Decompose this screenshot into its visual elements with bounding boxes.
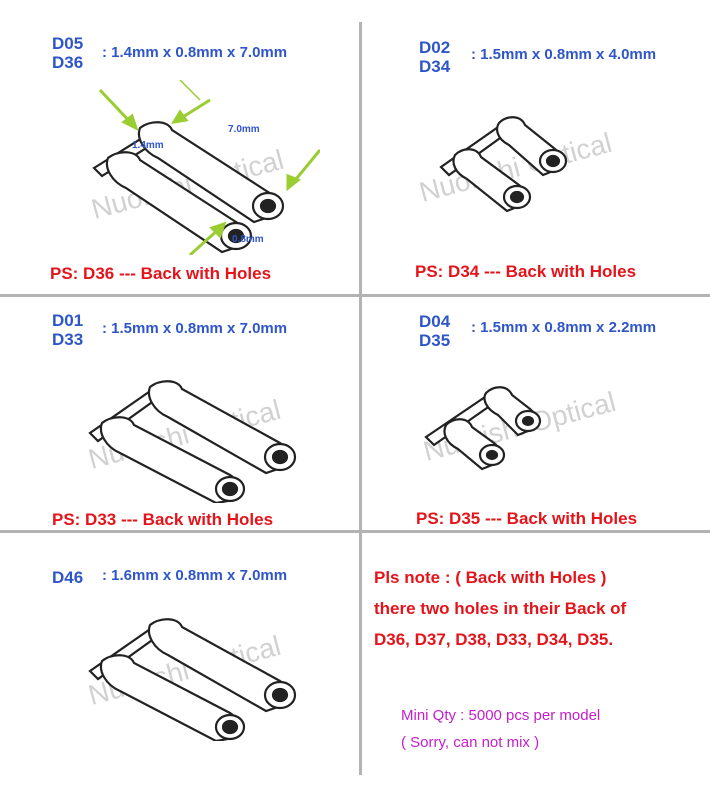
model-code-secondary: D35 — [419, 331, 451, 350]
width-dimension: 1.4mm — [132, 140, 164, 151]
back-holes-note: PS: D34 --- Back with Holes — [415, 262, 637, 281]
vertical-divider — [359, 22, 362, 775]
model-code-primary: D02 — [419, 38, 451, 57]
model-code-secondary: D34 — [419, 57, 451, 76]
no-mix-text: ( Sorry, can not mix ) — [401, 734, 540, 751]
size-spec: : 1.5mm x 0.8mm x 7.0mm — [102, 320, 288, 337]
panel-d46: D46 : 1.6mm x 0.8mm x 7.0mm Nuorishi Opt… — [0, 533, 359, 794]
note-heading: Pls note : ( Back with Holes ) — [374, 568, 607, 587]
size-spec: : 1.5mm x 0.8mm x 2.2mm — [471, 319, 657, 336]
model-code-secondary: D36 — [52, 53, 84, 72]
min-qty-text: Mini Qty : 5000 pcs per model — [401, 707, 601, 724]
panel-d05-d36: D05 D36 : 1.4mm x 0.8mm x 7.0mm Nuorishi… — [0, 0, 359, 294]
nose-pad-insert-long-illustration — [92, 80, 320, 255]
horizontal-divider-1 — [0, 294, 710, 297]
back-holes-note: PS: D33 --- Back with Holes — [52, 510, 274, 529]
horizontal-divider-2 — [0, 530, 710, 533]
nose-pad-insert-long-illustration — [88, 380, 297, 503]
model-code-secondary: D33 — [52, 330, 84, 349]
back-holes-note: PS: D35 --- Back with Holes — [416, 509, 638, 528]
panel-d01-d33: D01 D33 : 1.5mm x 0.8mm x 7.0mm Nuorishi… — [0, 297, 359, 530]
nose-pad-insert-shortest-illustration — [424, 386, 542, 471]
model-code-primary: D04 — [419, 312, 451, 331]
size-spec: : 1.4mm x 0.8mm x 7.0mm — [102, 44, 288, 61]
panel-d04-d35: D04 D35 : 1.5mm x 0.8mm x 2.2mm Nuorishi… — [362, 297, 710, 530]
back-holes-note: PS: D36 --- Back with Holes — [50, 264, 272, 283]
size-spec: : 1.6mm x 0.8mm x 7.0mm — [102, 567, 288, 584]
hole-dimension: 0.8mm — [232, 234, 264, 245]
panel-d02-d34: D02 D34 : 1.5mm x 0.8mm x 4.0mm Nuorishi… — [362, 0, 710, 294]
size-spec: : 1.5mm x 0.8mm x 4.0mm — [471, 46, 657, 63]
model-code-primary: D46 — [52, 568, 84, 587]
note-body-line: there two holes in their Back of — [374, 599, 627, 618]
length-dimension: 7.0mm — [228, 124, 260, 135]
nose-pad-insert-long-illustration — [88, 618, 297, 741]
note-model-list: D36, D37, D38, D33, D34, D35. — [374, 630, 614, 649]
model-code-primary: D01 — [52, 311, 84, 330]
notes-panel: Pls note : ( Back with Holes ) there two… — [362, 533, 710, 794]
nose-pad-insert-short-illustration — [439, 116, 568, 213]
model-code-primary: D05 — [52, 34, 84, 53]
